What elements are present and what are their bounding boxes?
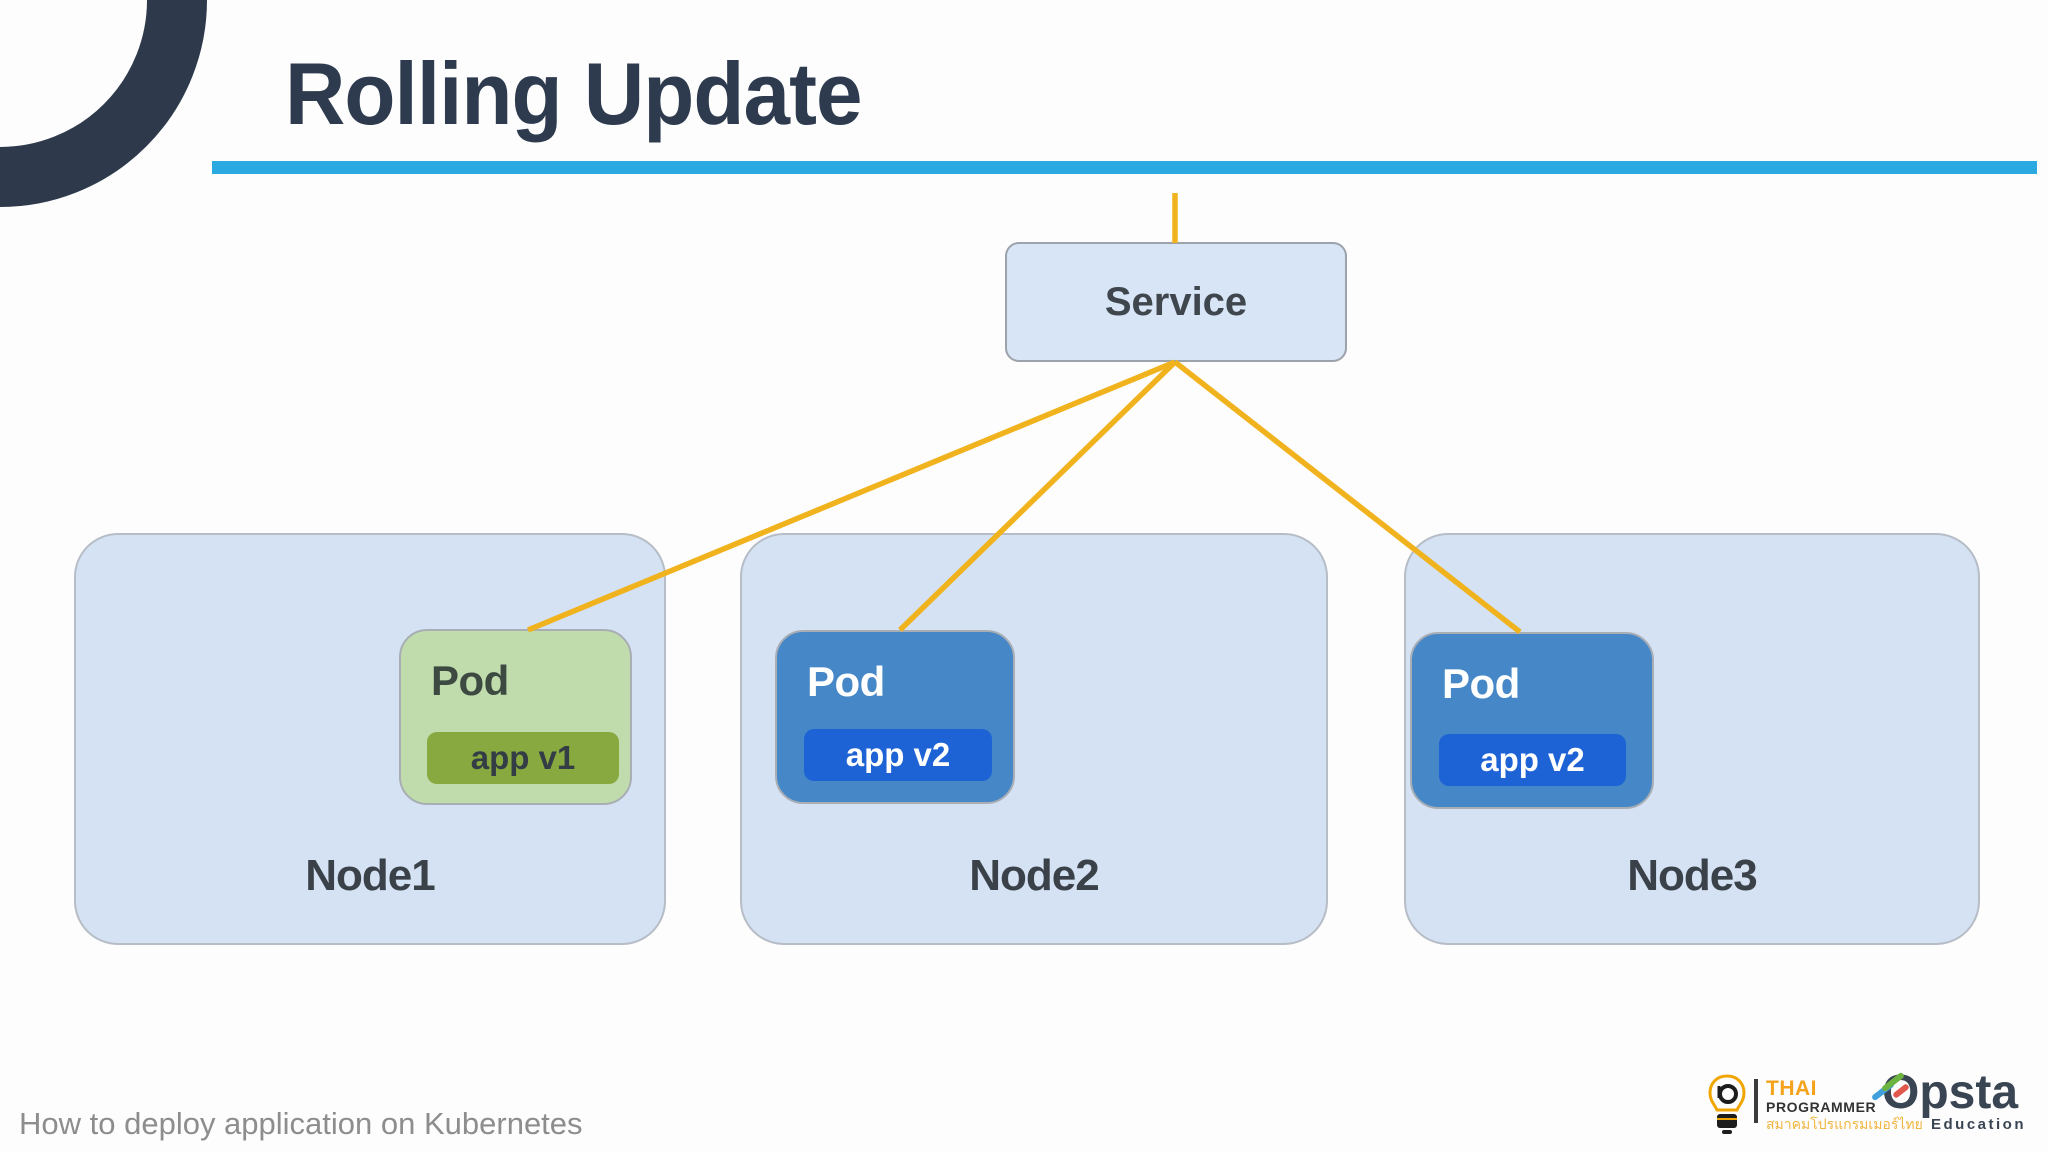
corner-arc-decoration [0,0,207,207]
node2-app-badge: app v2 [804,729,992,781]
node3-app-badge: app v2 [1439,734,1626,786]
footer-caption: How to deploy application on Kubernetes [19,1106,583,1141]
node1-app-badge: app v1 [427,732,619,784]
thai-programmer-line1: THAI [1766,1077,1817,1101]
node1-label: Node1 [305,851,435,900]
node2-box: Pod app v2 Node2 [740,533,1328,945]
slide-title: Rolling Update [285,44,862,143]
thai-programmer-line3: สมาคมโปรแกรมเมอร์ไทย [1766,1116,1923,1133]
node2-label: Node2 [969,851,1099,900]
opsta-wordmark: Opsta [1882,1066,2019,1119]
lightbulb-icon [1708,1074,1746,1134]
node3-label: Node3 [1627,851,1757,900]
node1-pod-label: Pod [431,657,509,704]
node1-pod-box: Pod app v1 [399,629,632,805]
logo-divider-bar [1754,1079,1758,1123]
title-divider-line [212,161,2037,174]
thai-programmer-logo: THAI PROGRAMMER สมาคมโปรแกรมเมอร์ไทย [1706,1072,1923,1138]
node3-box: Pod app v2 Node3 [1404,533,1980,945]
service-box: Service [1005,242,1347,362]
node2-pod-label: Pod [807,658,885,705]
service-label: Service [1104,279,1248,324]
opsta-subtitle: Education [1930,1116,2026,1134]
opsta-stripes-icon [1870,1070,1910,1104]
node3-pod-label: Pod [1442,660,1520,707]
node2-pod-box: Pod app v2 [775,630,1015,804]
opsta-logo: Opsta Education [1870,1066,2026,1134]
opsta-stripe-red [1892,1083,1910,1099]
thai-programmer-line2: PROGRAMMER [1766,1099,1877,1116]
node1-box: Pod app v1 Node1 [74,533,666,945]
node3-pod-box: Pod app v2 [1410,632,1654,809]
